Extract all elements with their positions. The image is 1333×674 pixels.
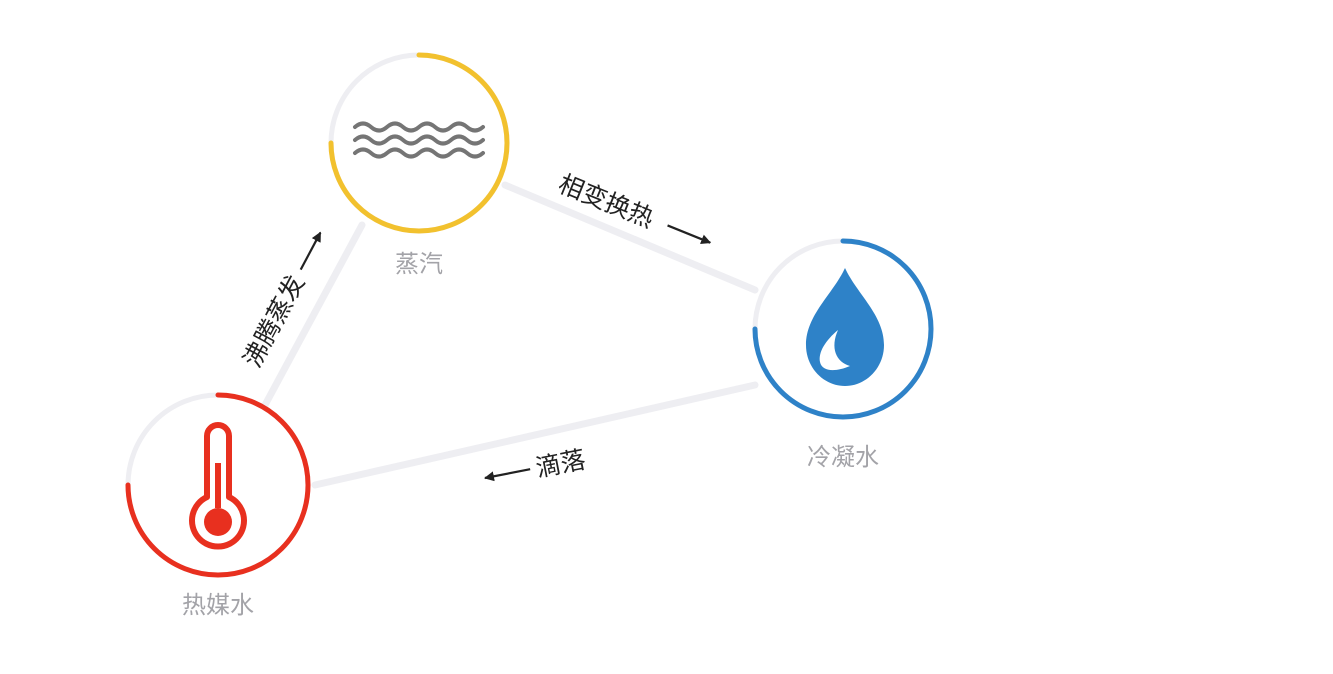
water-drop-icon: [806, 268, 884, 386]
edge-label-text: 沸腾蒸发: [238, 270, 311, 372]
condensate-node: 冷凝水: [752, 238, 934, 471]
connector-condensate-heat-medium: [311, 381, 759, 489]
arrow-up-icon: [299, 231, 322, 271]
heat-medium-progress-arc: [125, 392, 311, 578]
condensate-progress-arc: [752, 238, 934, 420]
steam-progress-arc: [328, 52, 510, 234]
arrow-right-icon: [667, 224, 712, 244]
connector-steam-condensate: [501, 181, 759, 294]
condensate-label: 冷凝水: [807, 443, 879, 471]
edge-label-text: 滴落: [533, 445, 588, 483]
arrow-left-icon: [484, 468, 531, 482]
steam-label: 蒸汽: [395, 250, 443, 278]
connector-heat-medium-steam: [261, 221, 366, 409]
heat-medium-node: 热媒水: [125, 392, 311, 619]
heat-medium-label: 热媒水: [182, 591, 254, 619]
thermometer-icon: [189, 422, 247, 550]
steam-node: 蒸汽: [328, 52, 510, 278]
waves-icon: [353, 121, 485, 159]
edge-label-condensate-heat-medium: 滴落: [484, 445, 588, 483]
